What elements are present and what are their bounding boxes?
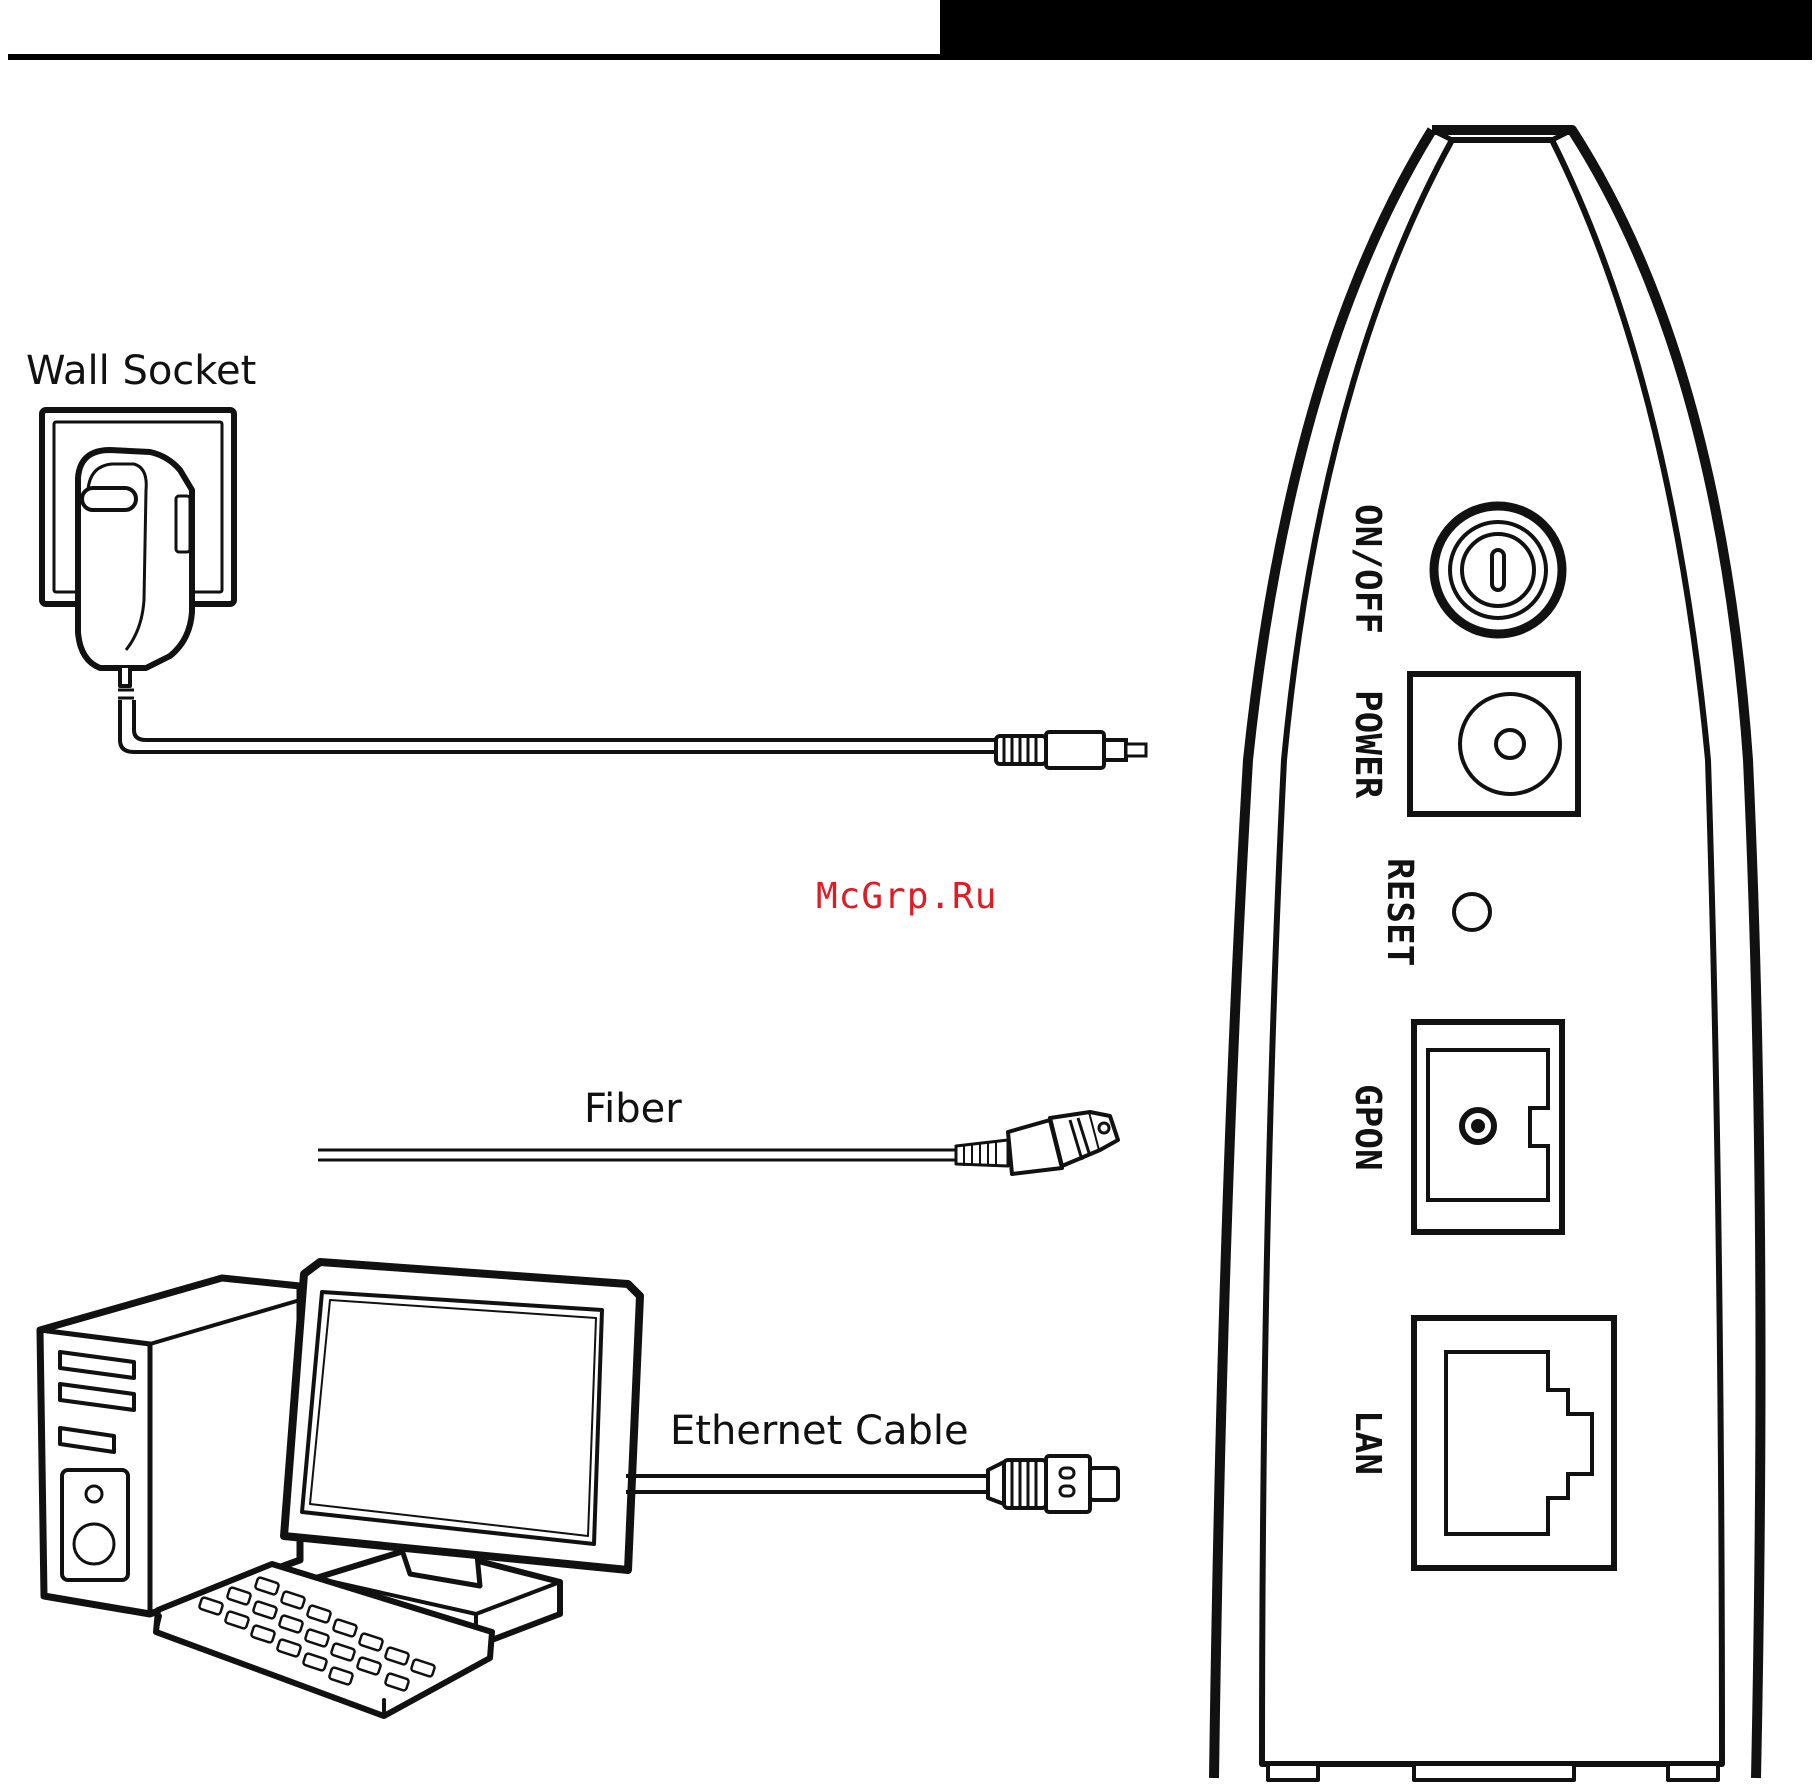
reset-button (1454, 894, 1490, 930)
rj45-plug-icon (988, 1456, 1118, 1512)
header-rule (8, 0, 1812, 60)
ethernet-cable (626, 1476, 990, 1492)
watermark: McGrp.Ru (816, 876, 997, 917)
dc-plug-icon (996, 732, 1146, 768)
power-cord (120, 700, 1000, 752)
ethernet-cable-label: Ethernet Cable (670, 1408, 969, 1454)
power-switch (1434, 506, 1562, 634)
computer-icon (40, 1262, 640, 1716)
reset-label: RESET (1379, 858, 1420, 966)
gpon-label: GPON (1347, 1084, 1388, 1171)
power-port (1410, 674, 1578, 814)
power-label: POWER (1347, 690, 1388, 799)
on-off-label: ON/OFF (1347, 504, 1388, 634)
fiber-cable (318, 1150, 960, 1160)
lan-label: LAN (1347, 1410, 1388, 1475)
lan-port (1414, 1318, 1614, 1568)
fiber-connector-icon (956, 1112, 1118, 1174)
wall-socket-label: Wall Socket (26, 348, 256, 394)
power-adapter-icon (78, 450, 192, 698)
gpon-port (1414, 1022, 1562, 1232)
fiber-label: Fiber (584, 1086, 682, 1132)
